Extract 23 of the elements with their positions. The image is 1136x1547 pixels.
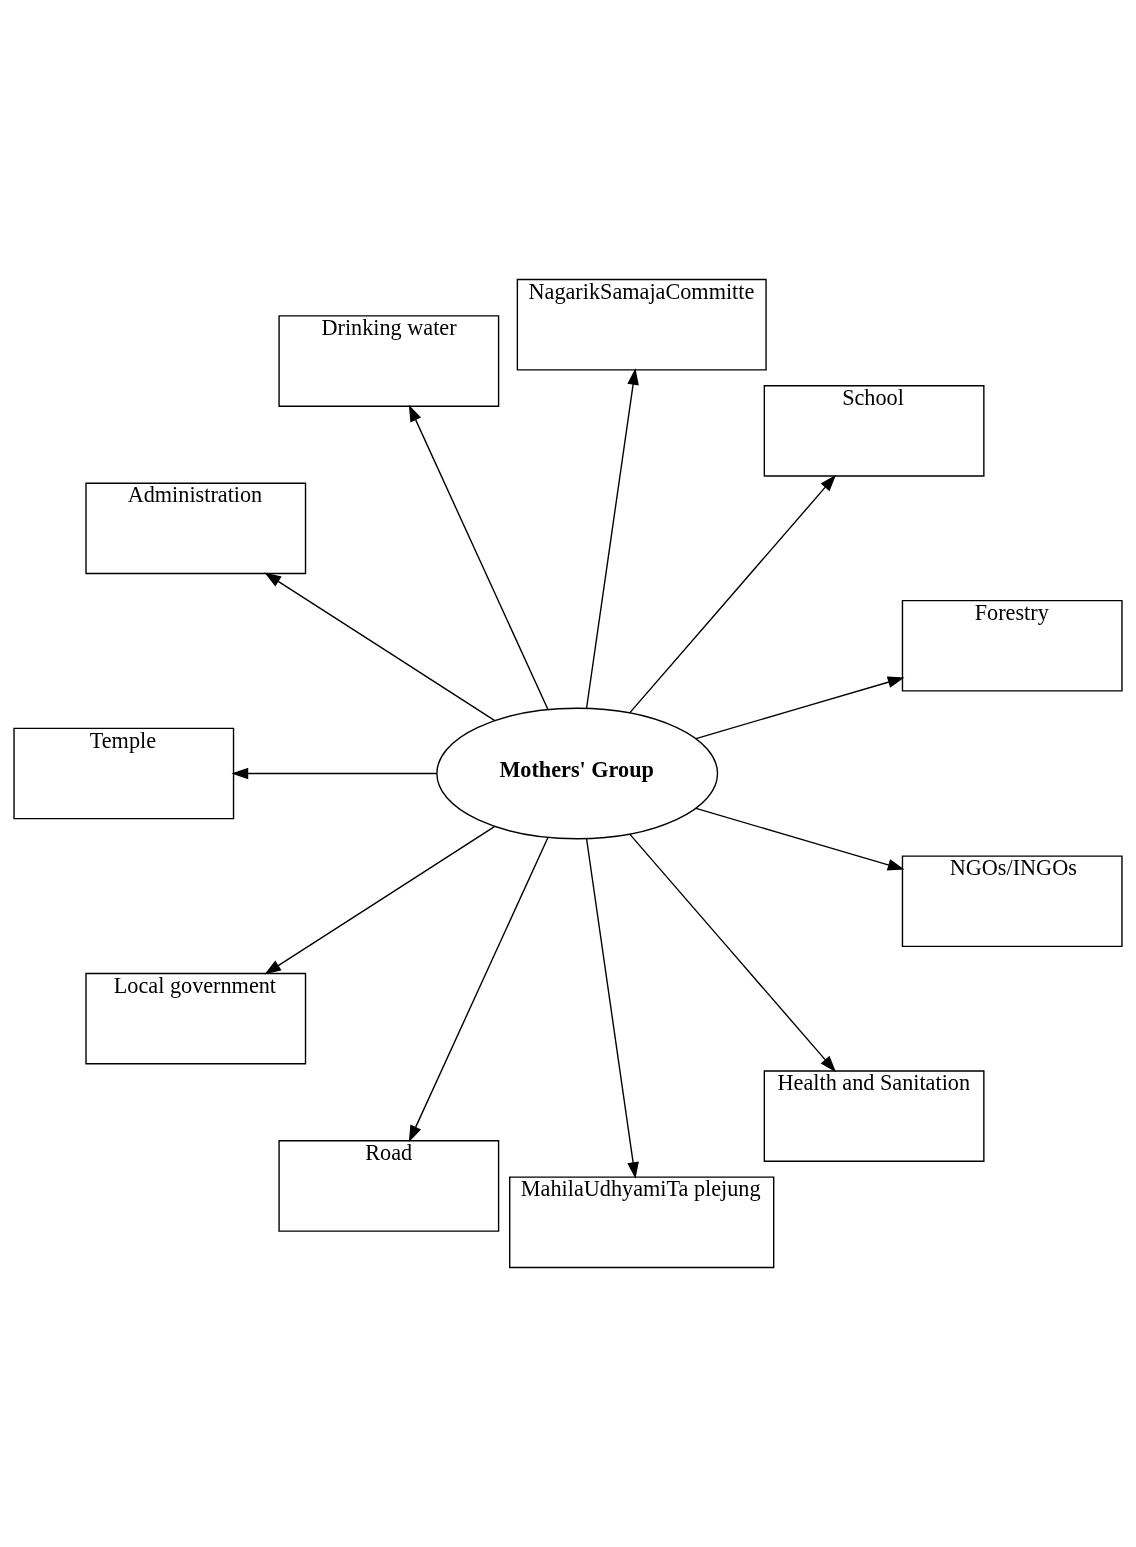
arrow [695,676,905,740]
node-box: MahilaUdhyamiTa plejung [509,1176,775,1269]
arrow [231,767,438,780]
arrow [695,807,905,871]
node-box: Road [278,1140,500,1232]
arrow [629,474,837,714]
arrow [585,838,639,1179]
node-box: Local government [85,972,307,1065]
node-box: NagarikSamajaCommitte [516,278,767,371]
node-box: NGOs/INGOs [901,855,1123,948]
node-box: School [763,385,985,477]
node-box: Temple [13,727,235,820]
arrow [585,368,639,709]
arrow [408,404,549,711]
arrow [264,572,496,721]
arrow [629,833,837,1073]
node-ellipse: Mothers' Group [436,707,719,840]
node-box: Forestry [901,599,1123,692]
node-box: Administration [85,482,307,575]
arrow [264,826,496,975]
arrow [408,836,549,1143]
node-box: Drinking water [278,315,500,407]
node-box: Health and Sanitation [763,1070,985,1162]
